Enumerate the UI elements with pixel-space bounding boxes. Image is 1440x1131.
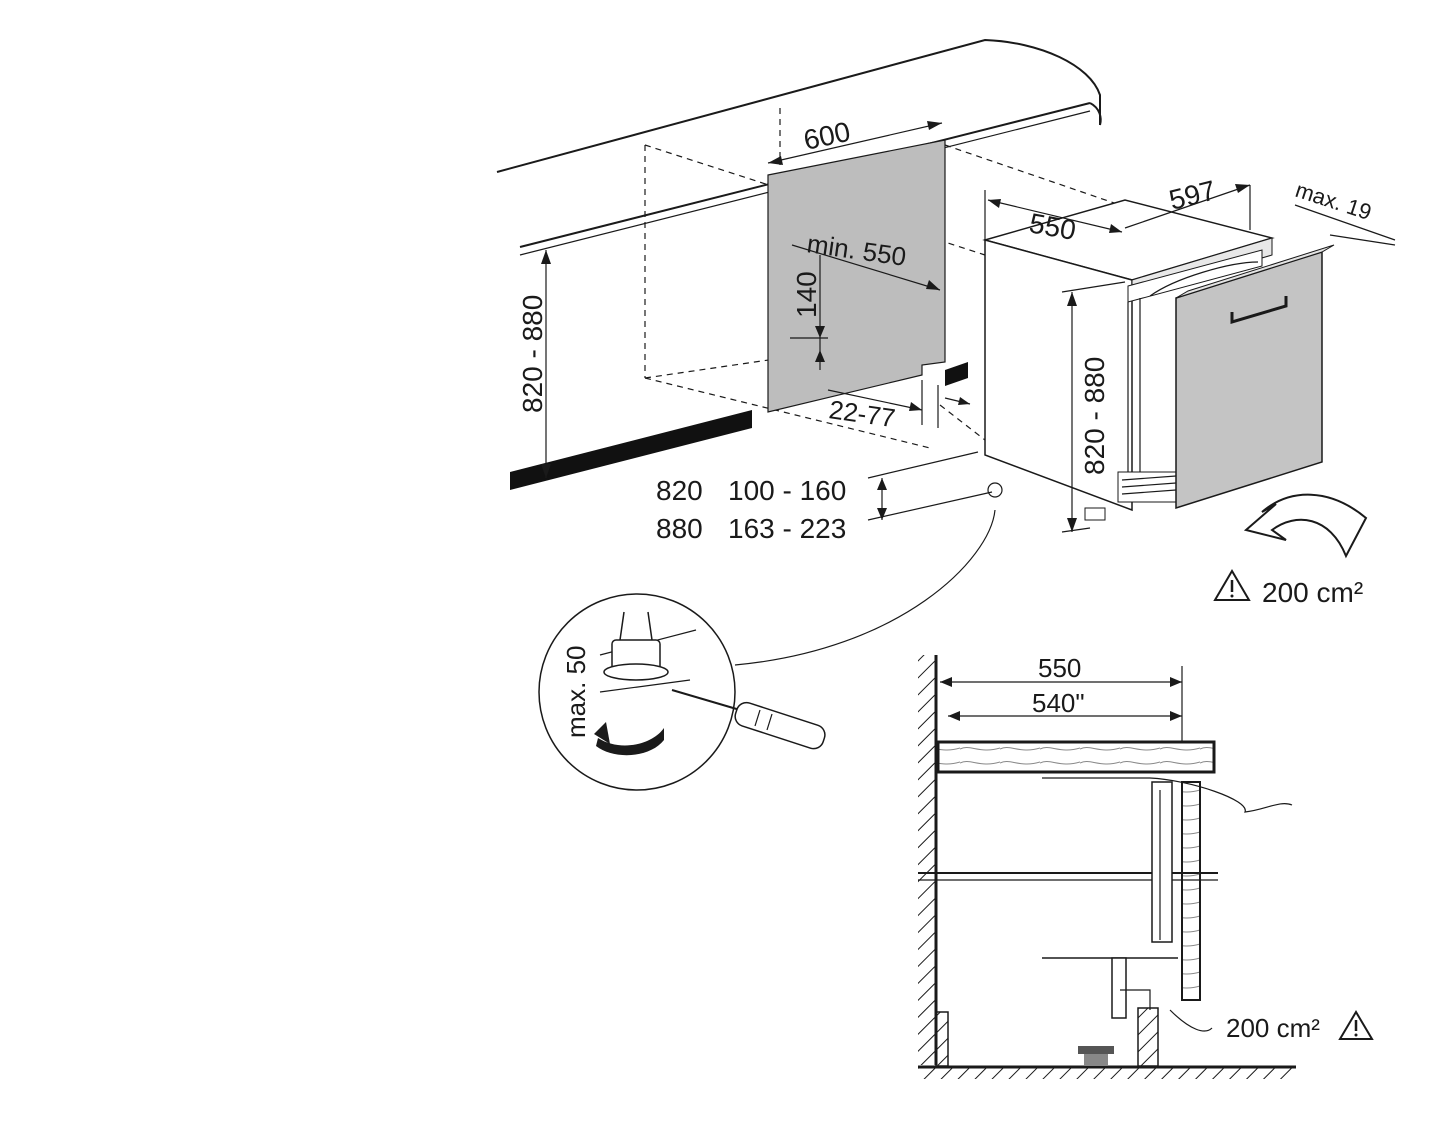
section-view <box>918 655 1296 1079</box>
vent-height-dimension <box>790 255 828 370</box>
niche-width-dimension <box>767 121 943 165</box>
appliance-height-dimension <box>1061 281 1126 533</box>
plinth-row1-height: 820 <box>656 475 703 506</box>
appliance-body <box>982 199 1275 521</box>
left-height-dimension <box>541 250 551 478</box>
plinth-row2-height: 880 <box>656 513 703 544</box>
warning-icon-side <box>1338 1010 1374 1040</box>
door-panel <box>1175 244 1335 510</box>
warning-icon-front <box>1213 569 1251 601</box>
appliance-width-dimension <box>1124 184 1251 230</box>
plinth-setback-label: 22-77 <box>827 394 897 433</box>
plinth-setback-dimension <box>827 380 939 428</box>
plinth-row2-range: 163 - 223 <box>728 513 846 544</box>
screwdriver-icon <box>671 689 826 750</box>
foot-adjust-label: max. 50 <box>561 646 591 739</box>
niche-width-label: 600 <box>801 116 853 156</box>
plinth-strip <box>510 362 968 490</box>
front-vent-label: 200 cm² <box>1262 577 1363 608</box>
niche-depth-dimension <box>791 244 941 291</box>
front-airflow-arrow <box>1243 493 1368 559</box>
section-depth-inner-label: 540" <box>1032 688 1085 718</box>
plinth-row1-range: 100 - 160 <box>728 475 846 506</box>
left-height-label: 820 - 880 <box>517 295 548 413</box>
appliance-depth-dimension <box>984 190 1123 240</box>
vent-height-label: 140 <box>791 271 822 318</box>
section-depth-dimension <box>940 666 1183 742</box>
door-thickness-label: max. 19 <box>1292 177 1374 225</box>
appliance-width-label: 597 <box>1166 174 1219 215</box>
foot-detail <box>538 509 996 791</box>
plinth-table-leaders <box>867 451 993 521</box>
niche-back-panel <box>767 139 946 413</box>
door-thickness-dimension <box>1294 204 1396 246</box>
section-depth-outer-label: 550 <box>1038 653 1081 683</box>
appliance-height-label: 820 - 880 <box>1079 357 1110 475</box>
side-vent-label: 200 cm² <box>1226 1013 1320 1043</box>
